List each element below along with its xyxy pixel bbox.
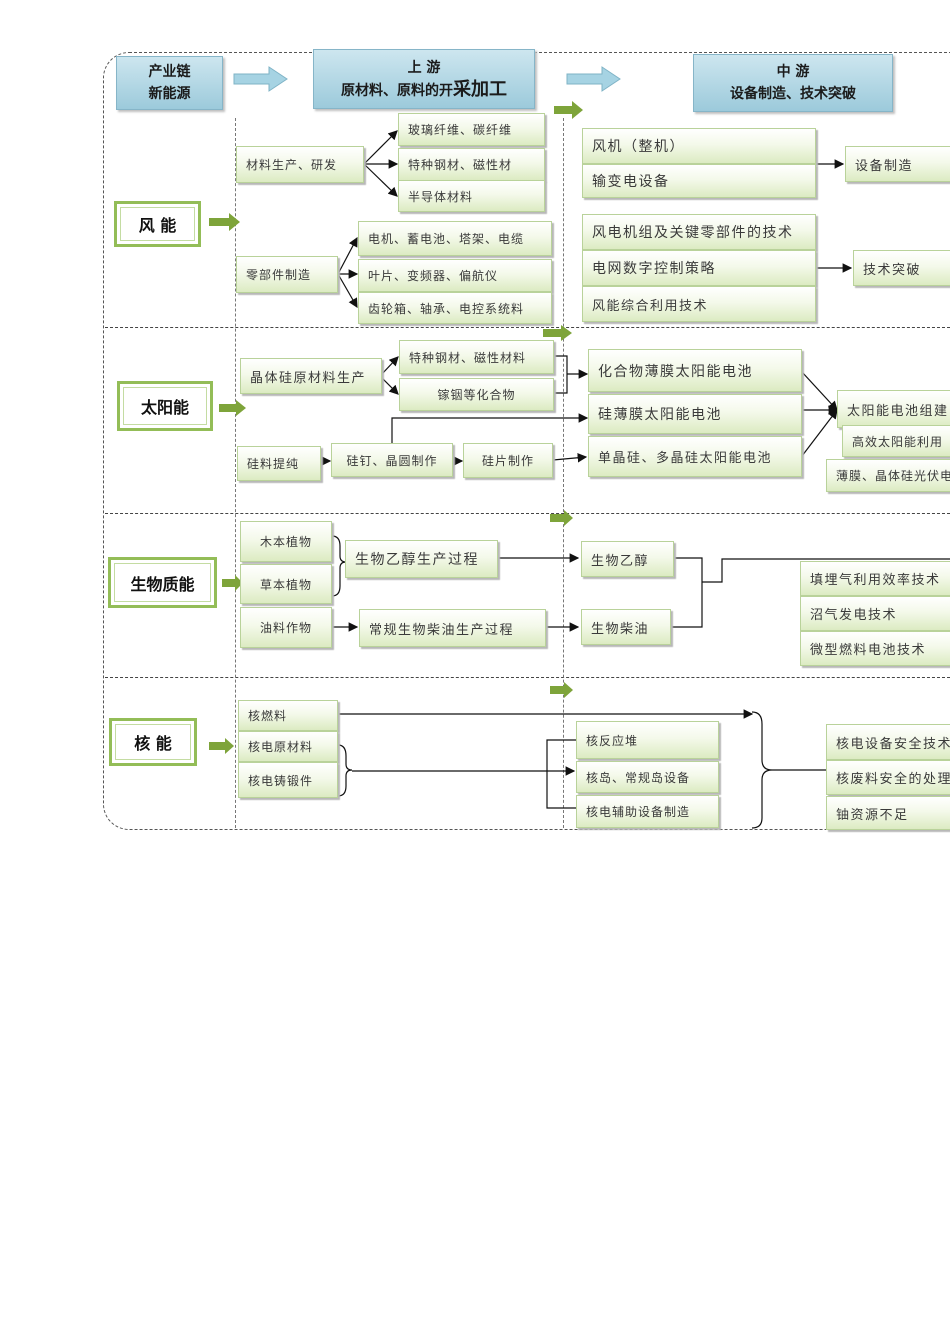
green-arrow-top-mid	[554, 101, 583, 119]
wind-mid-bottom-1: 风电机组及关键零部件的技术	[582, 214, 816, 250]
biomass-right-1: 填埋气利用效率技术	[800, 561, 950, 596]
header-upstream: 上 游 原材料、原料的开采加工	[313, 49, 535, 109]
header-chain-line1: 产业链	[148, 64, 191, 80]
nuclear-right-3: 铀资源不足	[826, 796, 950, 830]
nuclear-input-1: 核燃料	[238, 700, 338, 731]
nuclear-mid-2: 核岛、常规岛设备	[576, 761, 719, 793]
biomass-right-3: 微型燃料电池技术	[800, 631, 950, 666]
nuclear-mid-1: 核反应堆	[576, 721, 719, 759]
biomass-biodiesel: 生物柴油	[581, 609, 671, 645]
nuclear-right-1: 核电设备安全技术	[826, 724, 950, 760]
separator-wind-solar	[105, 327, 950, 328]
green-arrow-solar	[219, 400, 246, 416]
biomass-plant-1: 木本植物	[240, 521, 332, 562]
solar-ingot: 硅钉、晶圆制作	[331, 443, 453, 477]
solar-wafer: 硅片制作	[463, 443, 553, 478]
header-upstream-line2a: 原材料、原料的开	[341, 82, 453, 99]
solar-material-1: 特种钢材、磁性材料	[399, 340, 554, 374]
wind-material-1: 玻璃纤维、碳纤维	[398, 113, 545, 146]
biomass-ethanol: 生物乙醇	[581, 541, 674, 577]
header-upstream-line1: 上 游	[407, 59, 441, 76]
header-midstream-line1: 中 游	[776, 64, 810, 80]
green-arrow-biomass	[222, 575, 243, 591]
solar-silicon-raw: 晶体硅原材料生产	[240, 358, 382, 394]
header-arrow-1	[233, 66, 288, 92]
column-line-left	[235, 118, 236, 828]
wind-mid-top-2: 输变电设备	[582, 164, 816, 198]
solar-cell-3: 单晶硅、多晶硅太阳能电池	[588, 436, 802, 477]
green-arrow-nuclear	[209, 738, 234, 754]
separator-biomass-nuclear	[105, 677, 950, 678]
header-arrow-2	[566, 66, 621, 92]
wind-right-bottom: 技术突破	[853, 250, 950, 286]
header-chain-line2: 新能源	[148, 86, 191, 102]
column-line-mid	[563, 118, 564, 828]
wind-material-3: 半导体材料	[398, 180, 545, 212]
separator-solar-biomass	[105, 513, 950, 514]
wind-part-2: 叶片、变频器、偏航仪	[358, 259, 552, 292]
wind-right-top: 设备制造	[845, 146, 950, 182]
biomass-right-2: 沼气发电技术	[800, 596, 950, 631]
biomass-plant-2: 草本植物	[240, 564, 332, 604]
nuclear-input-3: 核电铸锻件	[238, 762, 338, 798]
category-nuclear: 核 能	[109, 718, 197, 766]
solar-right-3: 薄膜、晶体硅光伏电	[826, 459, 950, 492]
nuclear-right-2: 核废料安全的处理	[826, 760, 950, 795]
header-midstream: 中 游 设备制造、技术突破	[693, 54, 893, 112]
header-chain: 产业链 新能源	[116, 56, 223, 110]
wind-part-1: 电机、蓄电池、塔架、电缆	[358, 221, 552, 256]
green-arrow-solar-biomass	[550, 510, 573, 526]
header-midstream-line2: 设备制造、技术突破	[730, 86, 856, 102]
solar-material-2: 镓铟等化合物	[399, 378, 554, 411]
wind-material-rd: 材料生产、研发	[236, 146, 364, 183]
green-arrow-biomass-nuclear	[550, 682, 573, 698]
biomass-biodiesel-process: 常规生物柴油生产过程	[359, 609, 546, 647]
wind-material-2: 特种钢材、磁性材	[398, 148, 545, 181]
solar-cell-2: 硅薄膜太阳能电池	[588, 394, 802, 434]
solar-cell-1: 化合物薄膜太阳能电池	[588, 349, 802, 392]
wind-part-3: 齿轮箱、轴承、电控系统料	[358, 292, 552, 324]
wind-mid-bottom-2: 电网数字控制策略	[582, 250, 816, 286]
header-upstream-line2b: 采加工	[453, 78, 507, 100]
category-wind: 风 能	[114, 201, 201, 247]
green-arrow-wind	[209, 213, 240, 231]
solar-purify: 硅料提纯	[237, 446, 321, 481]
category-solar: 太阳能	[117, 381, 213, 431]
wind-mid-bottom-3: 风能综合利用技术	[582, 286, 816, 322]
wind-mid-top-1: 风机（整机）	[582, 128, 816, 164]
biomass-ethanol-process: 生物乙醇生产过程	[345, 540, 498, 578]
wind-parts-mfg: 零部件制造	[236, 256, 338, 293]
category-biomass: 生物质能	[108, 557, 217, 608]
biomass-oil-crops: 油料作物	[240, 607, 332, 648]
solar-right-2: 高效太阳能利用	[842, 425, 950, 457]
solar-right-1: 太阳能电池组建	[837, 390, 950, 428]
nuclear-mid-3: 核电辅助设备制造	[576, 795, 719, 828]
nuclear-input-2: 核电原材料	[238, 731, 338, 762]
green-arrow-wind-solar	[543, 325, 572, 341]
